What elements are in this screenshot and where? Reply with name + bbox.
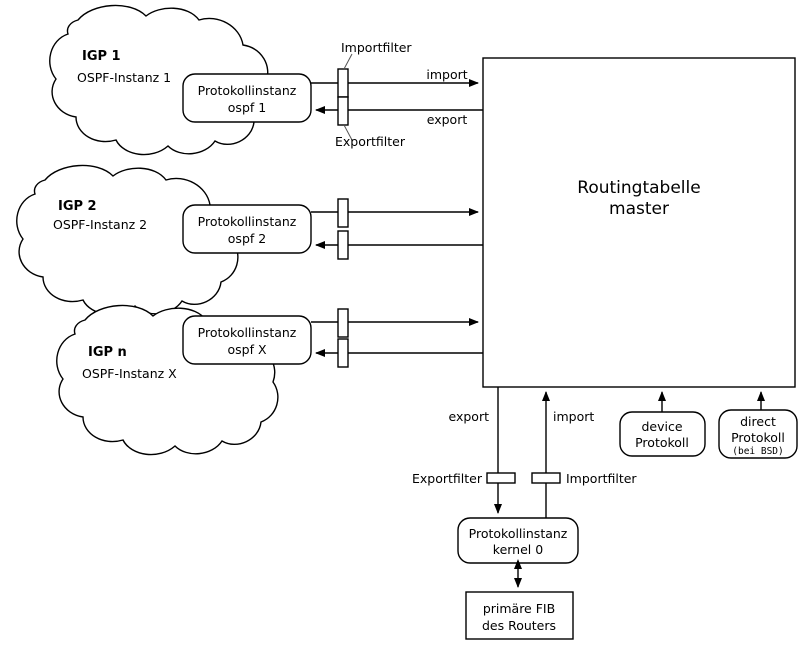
label-importfilter-top: Importfilter [341,40,412,55]
protocol-instance-kernel0: Protokollinstanz kernel 0 [457,517,579,564]
label-exportfilter-bottom: Exportfilter [412,471,483,486]
cloud-igp2: IGP 2 OSPF-Instanz 2 [16,164,239,316]
protocol-instance-ospf2: Protokollinstanz ospf 2 [182,204,312,254]
kernel0-line1: Protokollinstanz [469,526,568,541]
cloud-igpn-title: IGP n [88,345,127,360]
label-importfilter-bottom: Importfilter [566,471,637,486]
routing-table-master-line2: master [609,199,669,219]
label-flow-import-bottom: import [553,409,594,424]
label-flow-export-top: export [427,112,468,127]
device-line1: device [641,419,682,434]
ospf2-line1: Protokollinstanz [198,214,297,229]
label-flow-import-top: import [426,67,467,82]
protocol-instance-ospfx: Protokollinstanz ospf X [182,315,312,365]
exportfilter-kernel [486,472,516,484]
protocol-instance-ospf1: Protokollinstanz ospf 1 [182,73,312,123]
importfilter-ospfx [337,308,349,338]
ospfx-line2: ospf X [227,342,266,357]
label-exportfilter-top: Exportfilter [335,134,406,149]
ospf1-line1: Protokollinstanz [198,83,297,98]
ospf2-line2: ospf 2 [228,231,266,246]
exportfilter-ospf2 [337,230,349,260]
cloud-igpn-subtitle: OSPF-Instanz X [82,366,177,381]
importfilter-ospf1 [337,68,349,98]
cloud-igp1-subtitle: OSPF-Instanz 1 [77,70,171,85]
ospf1-line2: ospf 1 [228,100,266,115]
ospfx-line1: Protokollinstanz [198,325,297,340]
direct-protokoll-box: direct Protokoll (bei BSD) [718,409,798,459]
fib-line1: primäre FIB [483,601,555,616]
primary-fib-box: primäre FIB des Routers [465,591,574,640]
importfilter-ospf2 [337,198,349,228]
direct-line3: (bei BSD) [732,446,783,457]
label-flow-export-bottom: export [449,409,490,424]
device-protokoll-box: device Protokoll [619,411,706,457]
cloud-igp2-title: IGP 2 [58,199,97,214]
exportfilter-ospfx [337,338,349,368]
cloud-igp2-subtitle: OSPF-Instanz 2 [53,217,147,232]
leader-exportfilter-ospf1 [343,124,353,141]
routing-table-master: Routingtabelle master [482,57,796,388]
importfilter-kernel [531,472,561,484]
leader-importfilter-ospf1 [343,53,353,70]
routing-table-master-line1: Routingtabelle [577,178,700,198]
device-line2: Protokoll [635,435,689,450]
cloud-igp1-title: IGP 1 [82,49,121,64]
direct-line1: direct [740,414,776,429]
fib-line2: des Routers [482,618,556,633]
direct-line2: Protokoll [731,430,785,445]
kernel0-line2: kernel 0 [493,542,543,557]
exportfilter-ospf1 [337,96,349,126]
